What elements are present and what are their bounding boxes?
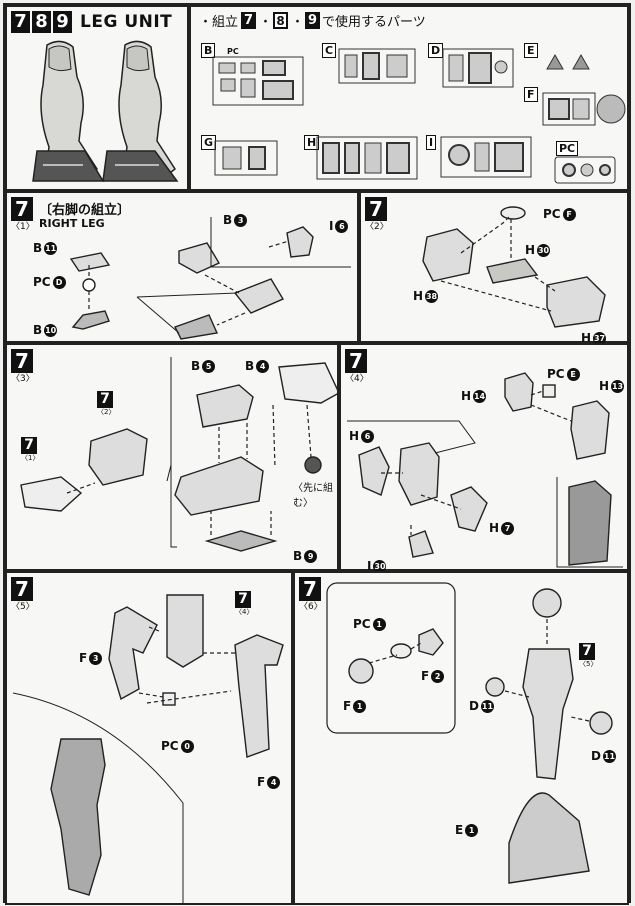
runner-label-g: G (201, 135, 217, 150)
parts-suffix: で使用するパーツ (322, 15, 426, 30)
sub-step-number: 〈6〉 (299, 602, 323, 612)
parts-heading: ・組立 7 ・ 8 ・ 9 で使用するパーツ (199, 12, 426, 30)
runner-label-e: E (524, 43, 538, 58)
step-7-4-badge: 7 〈4〉 (345, 349, 369, 384)
sub-step-number: 〈1〉 (11, 222, 35, 232)
step-7-2-badge: 7 〈2〉 (365, 197, 389, 232)
step-7-1-badge: 7 〈1〉 (11, 197, 35, 232)
step-7-1-panel: 7 〈1〉 〔右脚の組立〕 RIGHT LEG (5, 191, 359, 343)
step-number: 7 (11, 349, 33, 373)
step-7-5-diagram (12, 594, 284, 903)
step-number-8: 8 (32, 11, 51, 33)
pre-assemble-note: 〈先に組む〉 (293, 483, 333, 509)
ref-step-7-1: 7〈1〉 (21, 437, 40, 462)
step-7-3-diagram (20, 357, 337, 552)
instruction-sheet: 7 8 9 LEG UNIT ・組立 7 ・ 8 ・ 9 で使用するパーツ (3, 3, 631, 905)
parts-step-7: 7 (241, 12, 257, 29)
ref-step-7-2: 7〈2〉 (97, 391, 116, 416)
step-7-3-badge: 7 〈3〉 (11, 349, 35, 384)
runner-label-i: I (426, 135, 437, 150)
step-number: 7 (345, 349, 367, 373)
sub-step-number: 〈3〉 (11, 374, 35, 384)
step-subheading: RIGHT LEG (39, 217, 105, 230)
step-7-6-badge: 7 〈6〉 (299, 577, 323, 612)
runner-label-c: C (322, 43, 337, 58)
step-7-5-badge: 7 〈5〉 (11, 577, 35, 612)
runner-label-pc: PC (556, 141, 579, 156)
runner-diagrams (212, 48, 626, 184)
step-7-3-panel: 7 〈3〉 7〈2〉 7〈1〉 (5, 343, 339, 571)
step-number: 7 (11, 197, 33, 221)
step-7-1-diagram (69, 217, 351, 340)
parts-step-8: 8 (273, 12, 289, 29)
step-number: 7 (299, 577, 321, 601)
step-7-2-diagram (422, 206, 606, 328)
unit-title-text: LEG UNIT (80, 12, 173, 32)
runner-label-b: B (201, 43, 216, 58)
parts-step-9: 9 (305, 12, 321, 29)
parts-intro: ・組立 (199, 15, 239, 30)
runner-label-f: F (524, 87, 538, 102)
parts-box: ・組立 7 ・ 8 ・ 9 で使用するパーツ B C D E F G H I P… (189, 5, 629, 191)
step-7-6-diagram (326, 582, 613, 884)
step-number-9: 9 (53, 11, 72, 33)
leg-unit-illustration (32, 40, 179, 182)
ref-step-7-4: 7〈4〉 (235, 591, 254, 616)
step-number: 7 (365, 197, 387, 221)
runner-b-pc-mark: PC (227, 47, 239, 56)
sub-step-number: 〈2〉 (365, 222, 389, 232)
ref-step-7-5: 7〈5〉 (579, 643, 598, 668)
step-heading: 〔右脚の組立〕 (39, 203, 131, 218)
header-box: 7 8 9 LEG UNIT (5, 5, 189, 191)
unit-title: 7 8 9 LEG UNIT (11, 11, 172, 33)
sub-step-number: 〈5〉 (11, 602, 35, 612)
step-number: 7 (11, 577, 33, 601)
step-7-4-diagram (347, 372, 623, 568)
step-number-7: 7 (11, 11, 30, 33)
runner-label-h: H (304, 135, 320, 150)
sub-step-number: 〈4〉 (345, 374, 369, 384)
